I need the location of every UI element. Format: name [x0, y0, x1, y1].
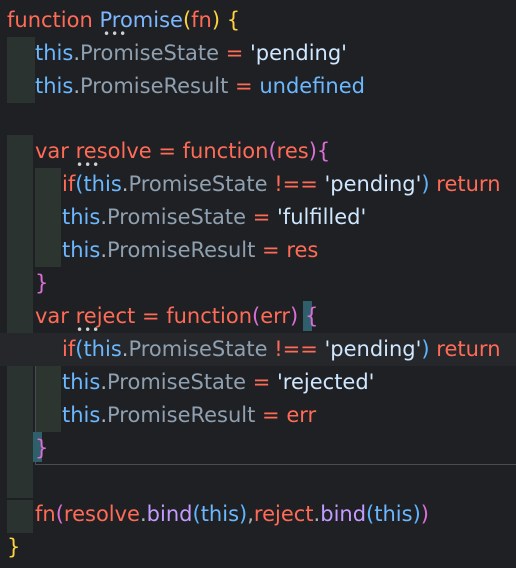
code-line-3[interactable]: this.PromiseResult = undefined [35, 74, 365, 98]
code-line-8[interactable]: this.PromiseResult = res [62, 238, 319, 262]
code-line-1[interactable]: function Promise(fn) { ••• [7, 8, 241, 41]
bracket-match-highlight [303, 301, 312, 331]
indent-guide [35, 168, 61, 267]
code-line-16[interactable]: fn(resolve.bind(this),reject.bind(this)) [35, 502, 429, 526]
code-line-11[interactable]: if(this.PromiseState !== 'pending') retu… [0, 333, 516, 366]
code-line-14[interactable]: } [35, 436, 49, 460]
indent-guide [7, 37, 35, 103]
hint-dots-icon: ••• [76, 158, 101, 172]
code-line-10[interactable]: var reject = function(err) { ••• [35, 304, 319, 337]
code-line-4[interactable] [0, 103, 516, 136]
indent-guide [7, 135, 33, 498]
code-line-2[interactable]: this.PromiseState = 'pending' [35, 41, 347, 65]
code-line-15[interactable] [0, 465, 516, 498]
code-line-7[interactable]: this.PromiseState = 'fulfilled' [62, 205, 367, 229]
function-name: Promise [99, 8, 183, 32]
indent-guide [7, 500, 33, 533]
code-line-12[interactable]: this.PromiseState = 'rejected' [62, 370, 375, 394]
hint-dots-icon: ••• [103, 27, 128, 41]
code-line-6[interactable]: if(this.PromiseState !== 'pending') retu… [62, 172, 501, 196]
code-line-5[interactable]: var resolve = function(res){ ••• [35, 139, 331, 172]
code-line-13[interactable]: this.PromiseResult = err [62, 403, 317, 427]
code-line-9[interactable]: } [35, 271, 49, 295]
code-line-17[interactable]: } [7, 535, 21, 559]
bracket-match-highlight [33, 432, 42, 462]
